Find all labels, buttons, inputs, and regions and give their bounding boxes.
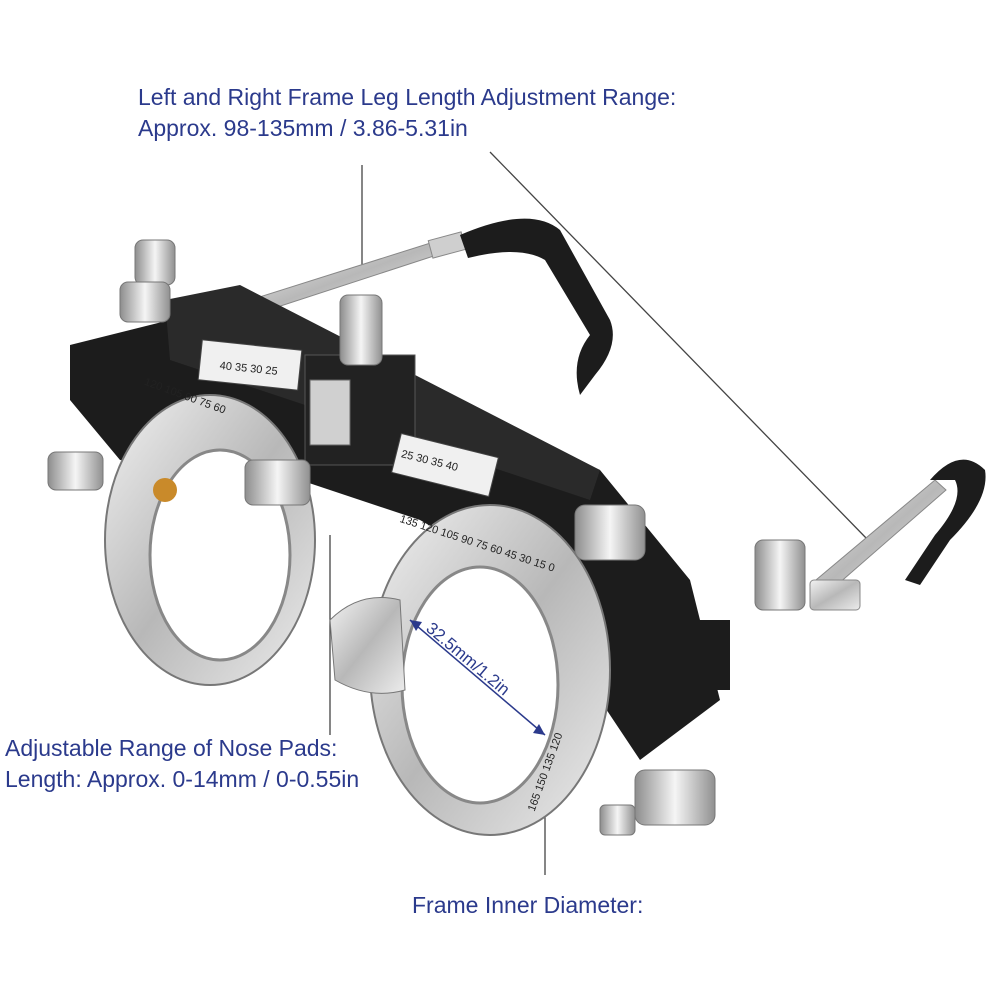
nose-pads-callout-line2: Length: Approx. 0-14mm / 0-0.55in xyxy=(5,766,360,792)
nose-pads-callout: Adjustable Range of Nose Pads: Length: A… xyxy=(5,733,359,795)
leg-length-callout-line2: Approx. 98-135mm / 3.86-5.31in xyxy=(138,115,468,141)
inner-diameter-callout: Frame Inner Diameter: xyxy=(412,890,643,921)
adjustment-knobs xyxy=(47,239,806,836)
nose-pads-callout-line1: Adjustable Range of Nose Pads: xyxy=(5,735,338,761)
right-lens-ring: 135 120 105 90 75 60 45 30 15 0 165 150 … xyxy=(329,504,611,836)
right-temple-arm xyxy=(809,459,986,611)
leg-length-callout-line1: Left and Right Frame Leg Length Adjustme… xyxy=(138,84,677,110)
left-temple-arm xyxy=(249,218,613,395)
inner-diameter-callout-line1: Frame Inner Diameter: xyxy=(412,892,644,918)
leg-leader-line-right xyxy=(489,151,869,541)
leg-length-callout: Left and Right Frame Leg Length Adjustme… xyxy=(138,82,676,144)
